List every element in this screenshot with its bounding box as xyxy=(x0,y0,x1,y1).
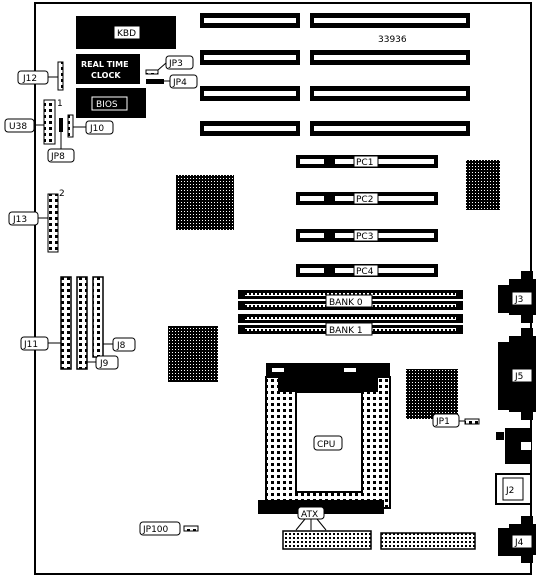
j2-connector: J2 xyxy=(495,473,532,505)
real-time-clock-chip: REAL TIME CLOCK xyxy=(76,54,140,84)
j10-callout: J10 xyxy=(85,120,114,135)
rtc-label-line1: REAL TIME xyxy=(81,60,129,69)
chipset-chip-3 xyxy=(168,326,218,382)
bios-chip: BIOS xyxy=(76,88,146,118)
pin2-label: 2 xyxy=(59,189,65,199)
svg-text:JP100: JP100 xyxy=(142,525,169,535)
j12-callout: J12 xyxy=(17,70,49,85)
j12-header xyxy=(57,61,64,91)
chipset-chip-4 xyxy=(406,369,458,419)
jp8-jumper xyxy=(59,118,63,132)
j11-connector xyxy=(60,276,72,370)
svg-text:JP8: JP8 xyxy=(50,152,65,162)
jp1-jumper xyxy=(464,418,480,425)
svg-text:PC1: PC1 xyxy=(356,158,373,168)
simm-bank-0: BANK 0 xyxy=(238,290,463,310)
power-connector-right xyxy=(380,532,476,550)
j13-callout: J13 xyxy=(8,211,39,226)
jp4-jumper xyxy=(146,79,164,84)
j3-serial-connector: J3 xyxy=(498,271,536,323)
svg-text:J13: J13 xyxy=(12,215,27,225)
chipset-chip-1 xyxy=(176,175,234,230)
cpu-label: CPU xyxy=(317,440,335,450)
jp3-callout: JP3 xyxy=(165,55,194,70)
jp3-jumper xyxy=(145,69,159,75)
bios-label: BIOS xyxy=(96,100,118,110)
pci-slot-pc3: PC3 xyxy=(296,229,438,242)
svg-text:PC2: PC2 xyxy=(356,195,373,205)
svg-text:J5: J5 xyxy=(514,372,523,382)
j8-connector xyxy=(92,276,104,358)
cpu-socket: CPU xyxy=(258,363,391,514)
svg-text:PC4: PC4 xyxy=(356,267,374,277)
j9-connector xyxy=(76,276,88,370)
kbd-label: KBD xyxy=(117,29,136,39)
jp1-callout: JP1 xyxy=(432,413,460,428)
pci-slot-pc2: PC2 xyxy=(296,192,438,205)
atx-power-connector xyxy=(282,530,372,550)
kbd-chip: KBD xyxy=(76,16,176,49)
svg-text:JP3: JP3 xyxy=(168,59,183,69)
svg-text:J2: J2 xyxy=(505,486,514,496)
jp100-callout: JP100 xyxy=(139,521,181,536)
isa-slots-left xyxy=(200,13,300,136)
svg-text:J9: J9 xyxy=(99,359,109,369)
jp4-callout: JP4 xyxy=(169,74,198,89)
u38-header xyxy=(43,99,56,145)
svg-text:J12: J12 xyxy=(22,74,37,84)
j10-header xyxy=(67,114,74,138)
svg-text:J3: J3 xyxy=(514,295,523,305)
svg-text:JP1: JP1 xyxy=(435,417,450,427)
svg-text:ATX: ATX xyxy=(301,510,318,520)
pin1-label: 1 xyxy=(57,99,63,109)
svg-text:JP4: JP4 xyxy=(172,78,187,88)
pci-slot-pc4: PC4 xyxy=(296,264,438,277)
svg-text:U38: U38 xyxy=(9,122,27,132)
model-number: 33936 xyxy=(378,35,407,45)
svg-text:J8: J8 xyxy=(116,341,126,351)
jp100-jumper xyxy=(183,525,199,532)
rear-small-connector xyxy=(496,428,531,464)
chipset-chip-2 xyxy=(466,160,500,210)
svg-text:BANK 1: BANK 1 xyxy=(329,326,363,336)
svg-text:J4: J4 xyxy=(514,538,524,548)
svg-text:J10: J10 xyxy=(89,124,104,134)
j13-header xyxy=(47,193,59,253)
pci-slot-pc1: PC1 xyxy=(296,155,438,168)
svg-text:J11: J11 xyxy=(23,340,38,350)
svg-text:PC3: PC3 xyxy=(356,232,373,242)
j4-connector: J4 xyxy=(498,516,536,563)
j11-callout: J11 xyxy=(20,336,49,351)
svg-text:BANK 0: BANK 0 xyxy=(329,298,363,308)
jp8-callout: JP8 xyxy=(47,148,75,163)
simm-bank-1: BANK 1 xyxy=(238,314,463,336)
j8-callout: J8 xyxy=(112,337,136,352)
isa-slots-right xyxy=(310,13,470,136)
u38-callout: U38 xyxy=(4,118,35,133)
atx-callout: ATX xyxy=(295,506,327,531)
rtc-label-line2: CLOCK xyxy=(91,71,121,80)
j5-parallel-connector: J5 xyxy=(498,328,536,420)
j9-callout: J9 xyxy=(95,355,119,370)
